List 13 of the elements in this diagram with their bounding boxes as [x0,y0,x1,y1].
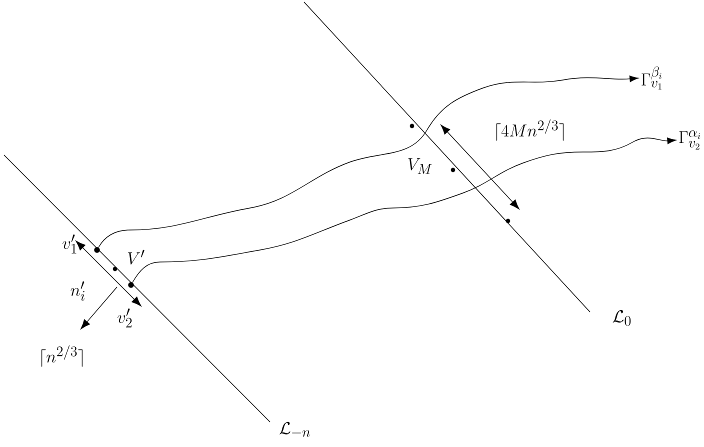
math-label: $V_M$ [408,158,432,174]
math-label: $v_1'$ [62,234,76,254]
formula-label: $\Gamma_{v_1}^{\beta_i}$ [642,66,662,90]
math-label: $\lceil 4Mn^{2/3}\rceil$ [496,119,564,141]
formula-label: $\Gamma_{v_2}^{\alpha_i}$ [679,130,700,150]
math-label: $V'$ [128,250,144,264]
math-label: $v_2'$ [118,308,132,328]
curved-arrow [132,138,676,283]
curved-arrow [98,76,638,248]
math-label: $\mathcal{L}_{-n}$ [280,422,310,437]
math-label: $\mathcal{L}_0$ [612,310,631,326]
math-label: $n_i'$ [70,281,84,301]
math-label: $\lceil n^{2/3}\rceil$ [41,345,83,367]
